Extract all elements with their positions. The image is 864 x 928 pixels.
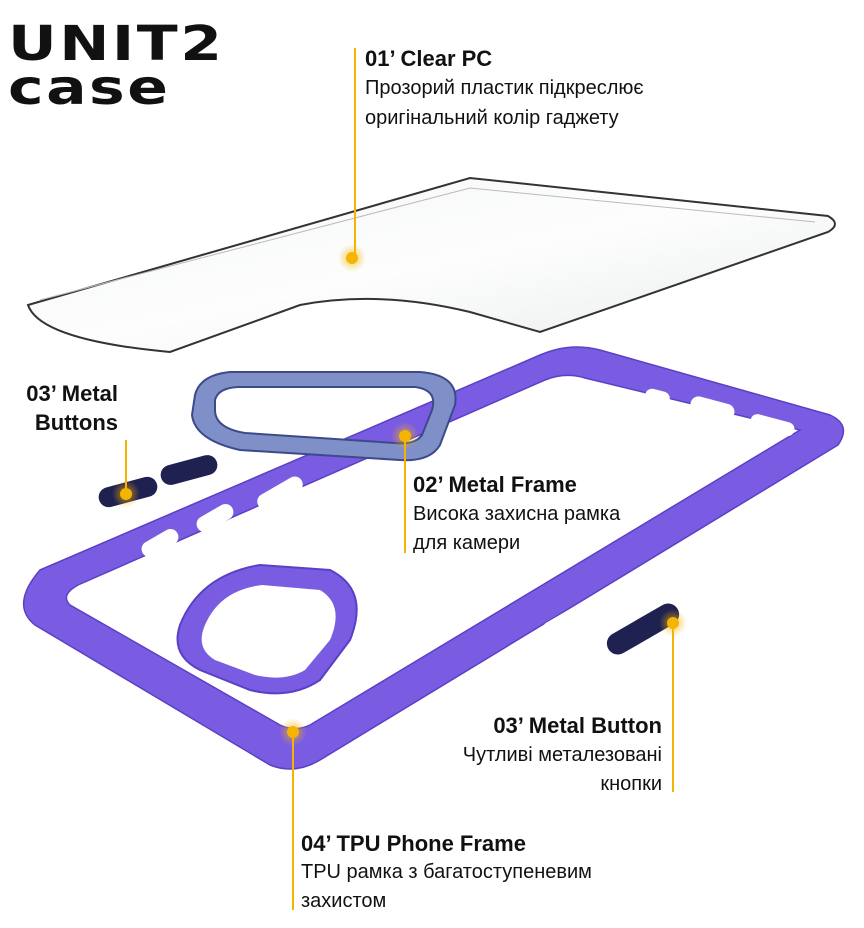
- callout-title-metal-frame: 02’ Metal Frame: [413, 472, 577, 497]
- callout-text: Висока захисна рамка: [413, 503, 621, 525]
- clear-pc-edge-highlight: [39, 187, 816, 301]
- callout-text: TPU рамка з багатоступеневим: [301, 861, 592, 883]
- callout-text: оригінальний колір гаджету: [365, 107, 619, 129]
- frame-slot: [690, 396, 735, 420]
- frame-slot: [257, 476, 303, 510]
- brand-logo: UNIT2 case: [8, 20, 222, 112]
- callout-text: кнопки: [600, 773, 662, 795]
- callout-lines: [125, 48, 674, 910]
- callout-text: Прозорий пластик підкреслює: [365, 77, 644, 99]
- brand-logo-line-1: UNIT2: [8, 16, 225, 72]
- callout-title-metal-buttons: 03’ Metal: [26, 381, 118, 406]
- metal-button: [160, 455, 218, 485]
- camera-cutout-hole: [201, 585, 336, 678]
- frame-slot: [645, 388, 670, 406]
- frame-slot: [543, 598, 597, 636]
- callout-dot: [399, 430, 411, 442]
- callout-dot: [120, 488, 132, 500]
- callout-dot: [667, 617, 679, 629]
- callout-text: для камери: [413, 532, 521, 554]
- callout-title-metal-button: 03’ Metal Button: [493, 713, 662, 738]
- metal-camera-frame: [190, 371, 457, 462]
- callout-title-tpu-frame: 04’ TPU Phone Frame: [301, 831, 526, 856]
- callout-title-metal-buttons-2: Buttons: [34, 410, 118, 435]
- callout-text: Чутливі металезовані: [462, 744, 662, 766]
- frame-slot: [750, 414, 795, 437]
- callout-dot: [346, 252, 358, 264]
- clear-pc-back-panel: [26, 176, 836, 354]
- callout-dots: [112, 244, 687, 746]
- callout-title-clear-pc: 01’ Clear PC: [365, 46, 493, 71]
- callout-text: захистом: [301, 890, 387, 912]
- frame-slot: [196, 504, 234, 532]
- callout-dot: [287, 726, 299, 738]
- frame-slot: [141, 529, 179, 557]
- brand-logo-line-2: case: [8, 60, 171, 116]
